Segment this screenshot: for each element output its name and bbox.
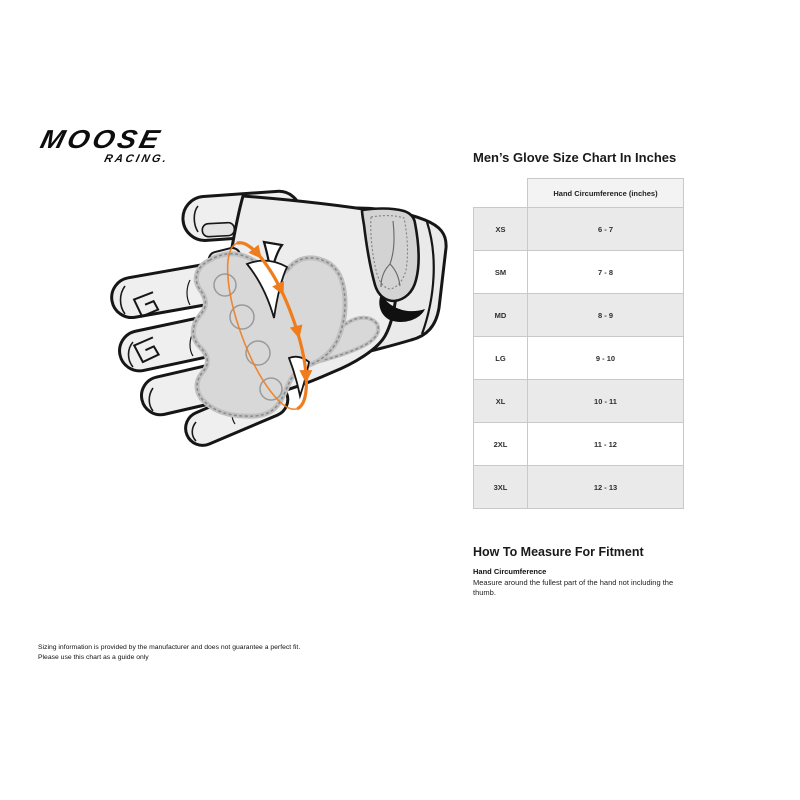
disclaimer-line: Sizing information is provided by the ma… bbox=[38, 644, 301, 651]
table-corner-cell bbox=[473, 178, 528, 208]
brand-wordmark: MOOSE bbox=[37, 124, 166, 154]
measure-instruction-line: Measure around the fullest part of the h… bbox=[473, 578, 674, 587]
size-chart-title: Men’s Glove Size Chart In Inches bbox=[473, 150, 677, 165]
table-row: MD 8 - 9 bbox=[473, 293, 684, 337]
size-value: 6 - 7 bbox=[527, 207, 684, 251]
disclaimer-line: Please use this chart as a guide only bbox=[38, 653, 149, 661]
column-header-hand-circumference: Hand Circumference (inches) bbox=[527, 178, 684, 208]
size-label: SM bbox=[473, 250, 528, 294]
finger-grip-logos bbox=[132, 291, 161, 364]
cuff-strap bbox=[360, 207, 425, 322]
size-chart-table: Hand Circumference (inches) XS 6 - 7 SM … bbox=[473, 178, 684, 509]
hand-circumference-label: Hand Circumference bbox=[473, 567, 547, 576]
table-row: XS 6 - 7 bbox=[473, 207, 684, 251]
size-value: 12 - 13 bbox=[527, 465, 684, 509]
glove-illustration bbox=[95, 168, 460, 453]
table-row: LG 9 - 10 bbox=[473, 336, 684, 380]
size-label: LG bbox=[473, 336, 528, 380]
table-row: 3XL 12 - 13 bbox=[473, 465, 684, 509]
pad-vent-holes bbox=[213, 273, 283, 401]
size-label: XL bbox=[473, 379, 528, 423]
brand-logo: MOOSE RACING. bbox=[38, 124, 170, 165]
table-row: 2XL 11 - 12 bbox=[473, 422, 684, 466]
measure-instruction-line: thumb. bbox=[473, 588, 496, 597]
brand-subwordmark: RACING. bbox=[103, 153, 170, 165]
size-label: MD bbox=[473, 293, 528, 337]
size-value: 8 - 9 bbox=[527, 293, 684, 337]
glove-palm-diagram bbox=[110, 189, 448, 447]
size-value: 11 - 12 bbox=[527, 422, 684, 466]
size-chart-panel: Men’s Glove Size Chart In Inches Hand Ci… bbox=[473, 150, 688, 598]
how-to-measure-title: How To Measure For Fitment bbox=[473, 545, 644, 559]
size-label: XS bbox=[473, 207, 528, 251]
measurement-arrow-icon bbox=[226, 241, 313, 411]
size-label: 2XL bbox=[473, 422, 528, 466]
strap-black-accent bbox=[379, 294, 425, 322]
size-value: 10 - 11 bbox=[527, 379, 684, 423]
table-row: SM 7 - 8 bbox=[473, 250, 684, 294]
sizing-disclaimer: Sizing information is provided by the ma… bbox=[38, 643, 300, 662]
size-value: 9 - 10 bbox=[527, 336, 684, 380]
table-header-row: Hand Circumference (inches) bbox=[473, 178, 684, 208]
size-value: 7 - 8 bbox=[527, 250, 684, 294]
table-row: XL 10 - 11 bbox=[473, 379, 684, 423]
size-label: 3XL bbox=[473, 465, 528, 509]
how-to-measure-section: How To Measure For Fitment Hand Circumfe… bbox=[473, 545, 688, 598]
